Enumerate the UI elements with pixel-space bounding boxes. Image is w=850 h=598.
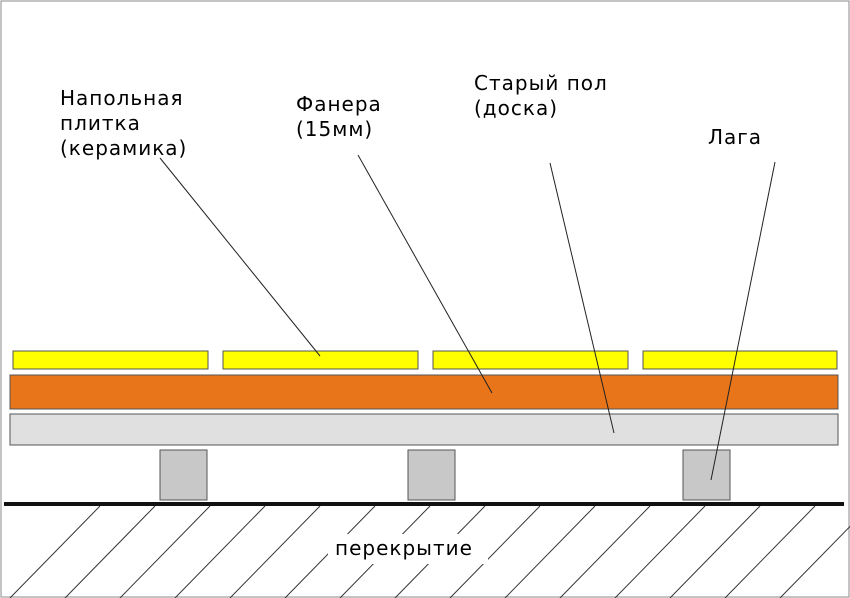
old-floor-leader-line — [549, 162, 615, 434]
joist-label-line-1: Лага — [708, 125, 762, 149]
old-floor-label-line-1: Старый пол — [474, 71, 608, 95]
plywood-label-line-1: Фанера — [296, 92, 382, 116]
slab-hatching — [9, 506, 850, 598]
tile-1 — [12, 350, 209, 370]
plywood-layer — [9, 374, 839, 410]
slab-top-line — [4, 502, 844, 506]
joist-label: Лага — [708, 125, 762, 149]
plywood-leader-line — [357, 154, 493, 394]
tile-label-line-1: Напольная — [60, 86, 184, 110]
old-floor-board-layer — [9, 413, 839, 446]
joist-3 — [682, 449, 731, 501]
plywood-label: Фанера (15мм) — [296, 92, 389, 141]
joist-2 — [407, 449, 456, 501]
old-floor-label-line-2: (доска) — [474, 96, 558, 120]
tile-label-line-3: (керамика) — [60, 136, 187, 160]
joist-leader-line — [710, 161, 776, 481]
tile-label: Напольная плитка (керамика) — [60, 86, 191, 160]
tile-3 — [432, 350, 629, 370]
tile-2 — [222, 350, 419, 370]
slab-label-background — [328, 534, 488, 564]
tile-leader-line — [159, 157, 321, 357]
tile-4 — [642, 350, 838, 370]
joist-1 — [159, 449, 208, 501]
old-floor-label: Старый пол (доска) — [474, 71, 615, 120]
plywood-label-line-2: (15мм) — [296, 117, 373, 141]
tile-label-line-2: плитка — [60, 111, 141, 135]
slab-label: перекрытие — [335, 536, 473, 560]
